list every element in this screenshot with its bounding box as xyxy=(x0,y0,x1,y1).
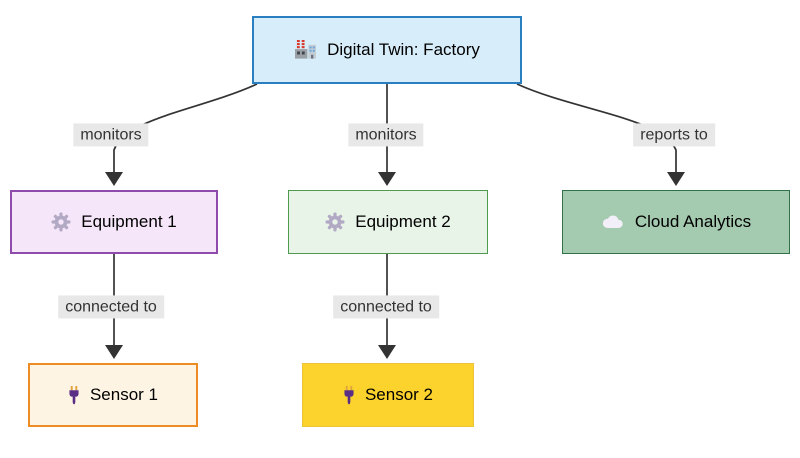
node-label: Equipment 1 xyxy=(81,212,177,231)
node-label: Cloud Analytics xyxy=(634,212,752,231)
gear-icon xyxy=(51,212,71,232)
node-equipment-2: Equipment 2 xyxy=(288,190,488,254)
arrowhead-sensor1 xyxy=(105,345,123,359)
node-equipment-1: Equipment 1 xyxy=(10,190,218,254)
node-sensor-1: Sensor 1 xyxy=(28,363,198,427)
edge-label-reports-to: reports to xyxy=(633,123,715,147)
plug-icon xyxy=(68,385,80,405)
gear-icon xyxy=(325,212,345,232)
node-cloud-analytics: Cloud Analytics xyxy=(562,190,790,254)
edge-label-connected-to-2: connected to xyxy=(333,295,439,319)
edge-label-monitors-2: monitors xyxy=(348,123,424,147)
arrowhead-equipment1 xyxy=(105,172,123,186)
edge-label-connected-to-1: connected to xyxy=(58,295,164,319)
node-label: Sensor 1 xyxy=(89,385,159,404)
node-digital-twin-factory: Digital Twin: Factory xyxy=(252,16,522,84)
edge-label-monitors-1: monitors xyxy=(73,123,149,147)
node-label: Digital Twin: Factory xyxy=(327,40,480,59)
arrowhead-equipment2 xyxy=(378,172,396,186)
plug-icon xyxy=(343,385,355,405)
node-sensor-2: Sensor 2 xyxy=(302,363,474,427)
arrowhead-cloud xyxy=(667,172,685,186)
factory-icon xyxy=(294,39,317,61)
arrowhead-sensor2 xyxy=(378,345,396,359)
cloud-icon xyxy=(601,215,625,229)
node-label: Equipment 2 xyxy=(355,212,451,231)
node-label: Sensor 2 xyxy=(364,385,434,404)
